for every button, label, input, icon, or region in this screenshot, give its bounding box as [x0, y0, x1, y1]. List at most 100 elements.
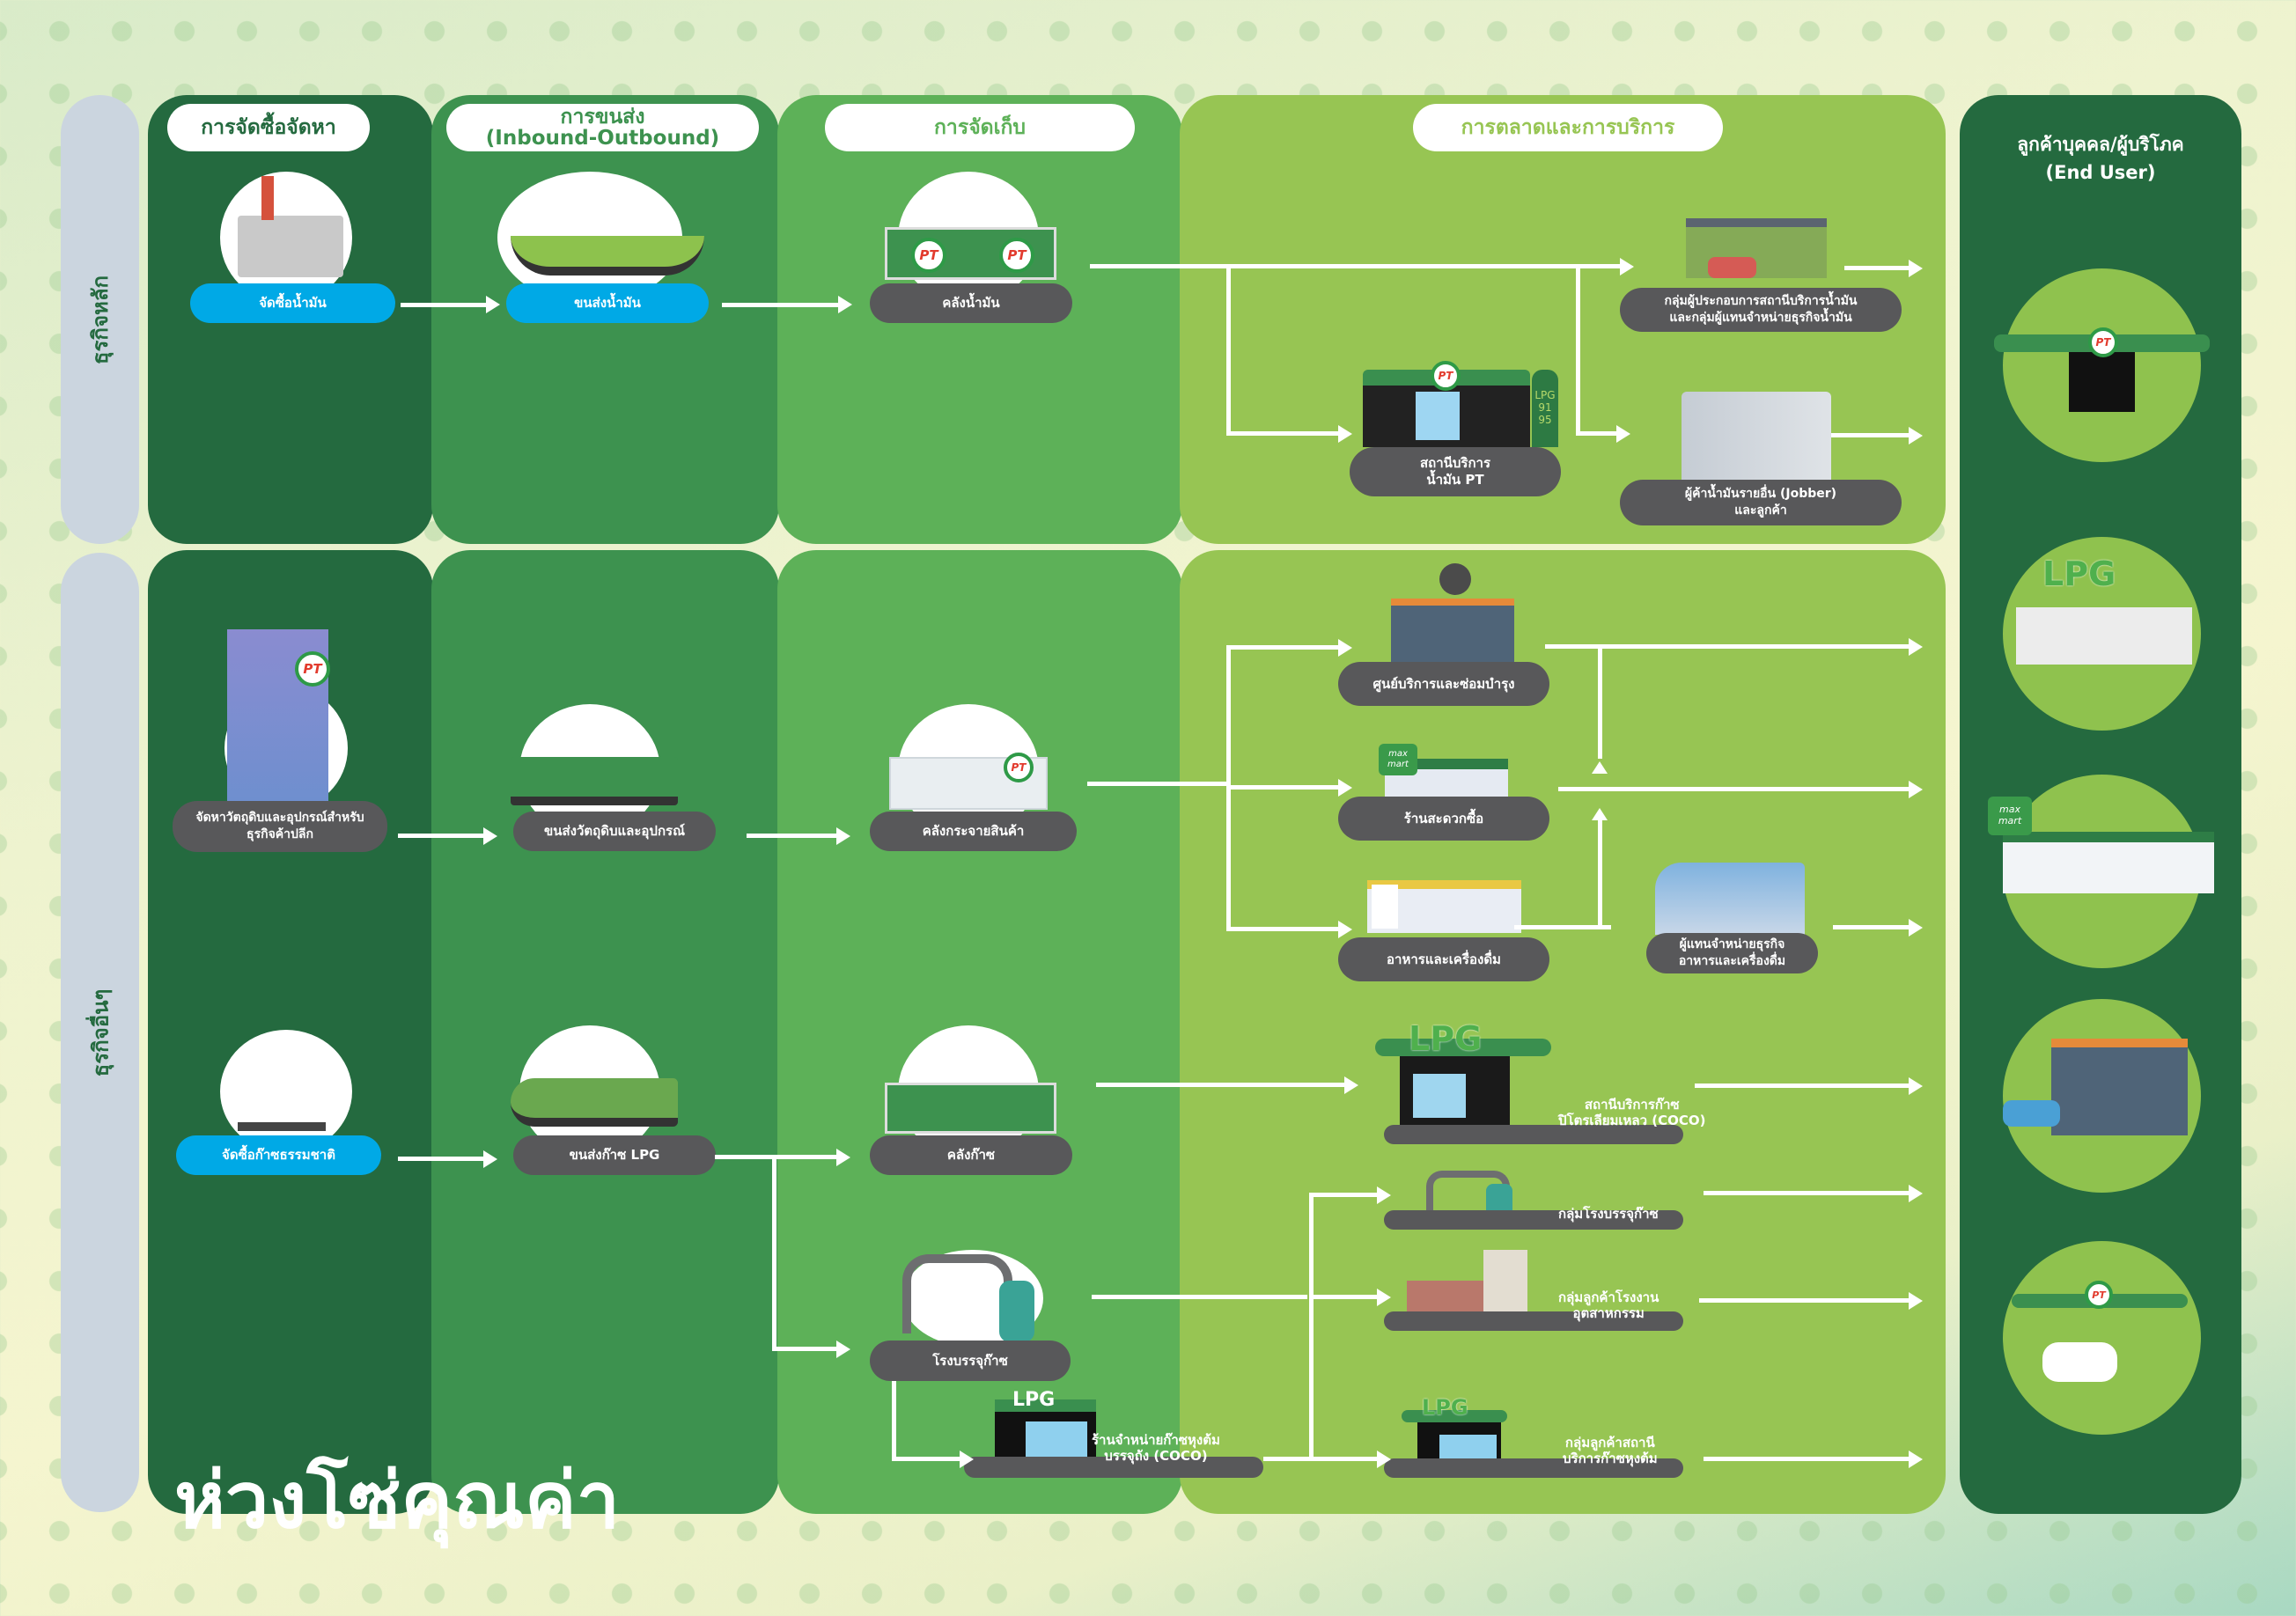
service-center-icon: [1391, 599, 1514, 667]
arrow-head-up: [1592, 761, 1608, 774]
fb-dealer-building-icon: [1655, 863, 1805, 935]
maxmart-logo-icon: max mart: [1988, 797, 2032, 835]
electric-car-icon: [2042, 1342, 2117, 1382]
arrow-line: [892, 1381, 896, 1460]
node-buy-gas: จัดซื้อก๊าซธรรมชาติ: [176, 1135, 381, 1175]
arrow-line: [1704, 1191, 1910, 1195]
row-label-other-business: ธุรกิจอื่นๆ: [61, 553, 139, 1512]
arrow-head-right: [1338, 921, 1352, 938]
arrow-head-right: [836, 1149, 850, 1166]
car-icon: [2003, 1100, 2060, 1127]
arrow-line: [1226, 785, 1341, 790]
header-end-user: ลูกค้าบุคคล/ผู้บริโภค (End User): [1960, 130, 2241, 187]
fuel-station-operators-icon: [1686, 218, 1827, 278]
header-storage: การจัดเก็บ: [825, 104, 1135, 151]
arrow-head-up: [1592, 808, 1608, 820]
arrow-head-right: [1344, 1076, 1358, 1094]
arrow-line: [1092, 1295, 1307, 1299]
gas-well-pump-icon: [238, 1043, 326, 1131]
arrow-head-right: [1377, 1451, 1391, 1468]
lpg-tanker-truck-icon: [511, 1078, 678, 1127]
oil-rig-tower-icon: [261, 176, 274, 220]
arrow-line: [401, 303, 489, 307]
arrow-line: [892, 1457, 962, 1461]
arrow-head-right: [1620, 258, 1634, 275]
cafe-sign-icon: [1372, 885, 1398, 929]
lpg-sign-text: LPG: [2042, 555, 2116, 593]
arrow-line: [1833, 925, 1910, 929]
panel-marketing-other: [1180, 550, 1946, 1514]
node-jobber: ผู้ค้าน้ำมันรายอื่น (Jobber) และลูกค้า: [1620, 480, 1902, 525]
node-filling-plant: โรงบรรจุก๊าซ: [870, 1341, 1071, 1381]
node-lpg-station-base: [1384, 1125, 1683, 1144]
lpg-station-canopy-icon: [1375, 1039, 1551, 1056]
arrow-head-right: [1909, 638, 1923, 656]
page-title-line1: ห่วงโซ่คุณค่า: [174, 1455, 621, 1546]
arrow-line: [1576, 264, 1580, 436]
node-fb-dealer: ผู้แทนจำหน่ายธุรกิจ อาหารและเครื่องดื่ม: [1646, 933, 1818, 973]
node-gas-depot: คลังก๊าซ: [870, 1135, 1072, 1175]
arrow-line: [1226, 431, 1341, 436]
lpg-cylinders-display-icon: [1026, 1421, 1087, 1457]
arrow-line: [1309, 1193, 1380, 1197]
lpg-shop-canopy-icon: [1402, 1410, 1507, 1422]
arrow-head-right: [1377, 1289, 1391, 1306]
node-lpg-station-customers-base: [1384, 1458, 1683, 1478]
arrow-line: [1704, 1457, 1910, 1461]
arrow-head-right: [1909, 1292, 1923, 1310]
station-window-icon: [1416, 392, 1460, 440]
arrow-line: [747, 834, 839, 838]
refinery-jobber-icon: [1682, 392, 1831, 488]
row-label-core-business: ธุรกิจหลัก: [61, 95, 139, 544]
node-industrial-base: [1384, 1311, 1683, 1331]
pt-logo-icon: PT: [911, 238, 946, 273]
lpg-sign-text: LPG: [1012, 1389, 1056, 1411]
node-convenience-store: ร้านสะดวกซื้อ: [1338, 797, 1549, 841]
gas-cylinder-icon: [999, 1281, 1034, 1342]
arrow-head-right: [960, 1451, 974, 1468]
arrow-line: [722, 303, 841, 307]
service-badge-icon: [1439, 563, 1471, 595]
node-distribution-center: คลังกระจายสินค้า: [870, 812, 1077, 851]
node-lpg-shop-base: [964, 1457, 1263, 1478]
node-filling-plants-group-base: [1384, 1210, 1683, 1230]
end-user-leaf-bg: [2003, 1241, 2201, 1435]
arrow-line: [715, 1155, 838, 1159]
node-oil-depot: คลังน้ำมัน: [870, 283, 1072, 323]
arrow-line: [1096, 1083, 1347, 1087]
arrow-line: [1087, 782, 1228, 786]
pt-logo-icon: PT: [2085, 1281, 2113, 1309]
arrow-line: [1090, 264, 1623, 268]
arrow-line: [772, 1347, 838, 1351]
arrow-head-right: [1909, 260, 1923, 277]
end-user-station-icon: [2069, 352, 2135, 412]
end-user-service-icon: [2051, 1039, 2188, 1135]
header-procurement: การจัดซื้อจัดหา: [167, 104, 370, 151]
end-user-store-icon: [2003, 832, 2214, 893]
header-transport: การขนส่ง (Inbound-Outbound): [446, 104, 759, 151]
end-user-lpg-station-icon: [2016, 607, 2192, 665]
row-label-core-text: ธุรกิจหลัก: [88, 275, 114, 364]
gas-depot-icon: [885, 1083, 1056, 1134]
pt-logo-icon: PT: [2088, 327, 2118, 357]
arrow-head-right: [483, 1150, 497, 1168]
arrow-line: [1844, 266, 1910, 270]
node-procure-retail: จัดหาวัตถุดิบและอุปกรณ์สำหรับ ธุรกิจค้าป…: [173, 801, 387, 852]
arrow-line: [1263, 1457, 1380, 1461]
lpg-station-window-icon: [1413, 1074, 1466, 1118]
arrow-line: [1558, 787, 1910, 791]
arrow-head-right: [1338, 639, 1352, 657]
gas-pipes-icon: [902, 1254, 1012, 1333]
arrow-head-right: [1377, 1186, 1391, 1204]
node-buy-oil: จัดซื้อน้ำมัน: [190, 283, 395, 323]
arrow-line: [1309, 1193, 1314, 1461]
maxmart-logo-icon: max mart: [1379, 744, 1417, 775]
node-oil-operators: กลุ่มผู้ประกอบการสถานีบริการน้ำมัน และกล…: [1620, 288, 1902, 332]
pt-logo-icon: PT: [295, 651, 330, 687]
oil-rig-icon: [238, 216, 343, 277]
header-marketing: การตลาดและการบริการ: [1413, 104, 1723, 151]
node-filling-plants-group: กลุ่มโรงบรรจุก๊าซ: [1558, 1206, 1659, 1222]
row-label-other-text: ธุรกิจอื่นๆ: [88, 988, 113, 1076]
arrow-head-right: [1338, 425, 1352, 443]
